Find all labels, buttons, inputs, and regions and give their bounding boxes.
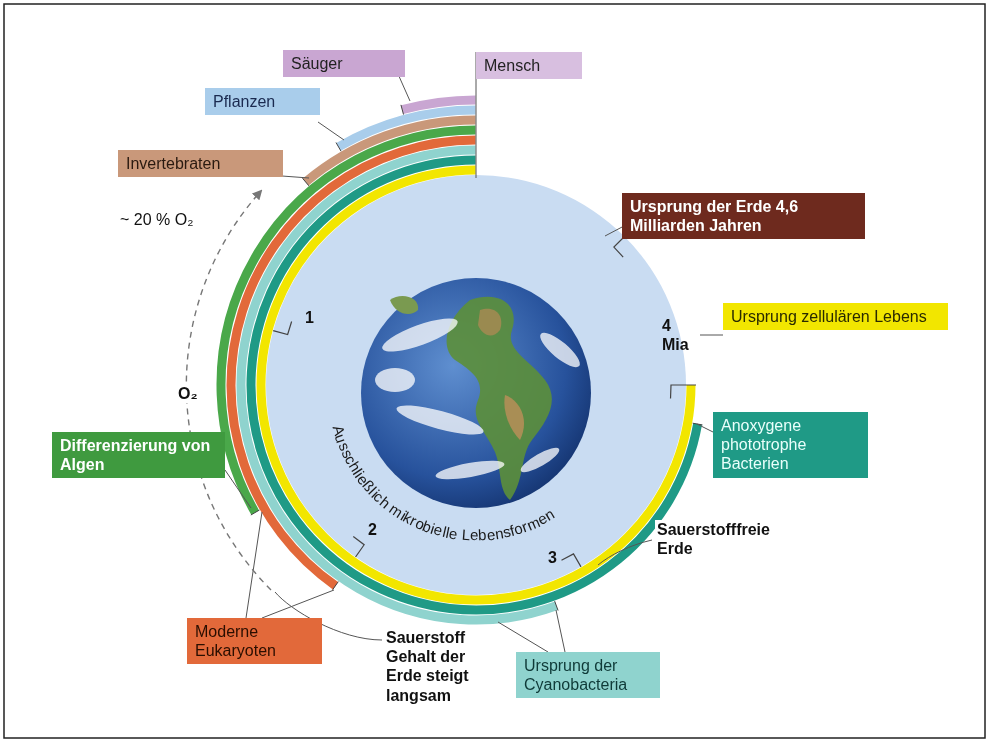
time-band: [339, 110, 476, 147]
label-box: Säuger: [283, 50, 405, 77]
curved-letter: L: [461, 527, 470, 543]
label-box: Differenzierung von Algen: [52, 432, 225, 478]
time-tick: [353, 537, 364, 557]
box-text: Ursprung der Cyanobacteria: [524, 656, 652, 694]
annotation: 3: [548, 548, 557, 567]
annotation: 2: [368, 520, 377, 539]
curved-letter: e: [470, 527, 479, 542]
time-band: [402, 100, 475, 110]
label-box: Ursprung zellulären Lebens: [723, 303, 948, 330]
time-tick: [273, 322, 291, 335]
band-start-tick: [251, 510, 260, 515]
box-text: Invertebraten: [126, 154, 275, 173]
label-box: Pflanzen: [205, 88, 320, 115]
label-box: Ursprung der Erde 4,6 Milliarden Jahren: [622, 193, 865, 239]
continent: [390, 296, 418, 314]
clouds: [375, 312, 584, 483]
label-box: Moderne Eukaryoten: [187, 618, 322, 664]
frame: [4, 4, 985, 738]
annotation: ~ 20 % O₂: [118, 210, 195, 229]
annotation: 1: [305, 308, 314, 327]
label-box: Invertebraten: [118, 150, 283, 177]
curved-letter: b: [478, 527, 487, 542]
time-tick: [561, 554, 581, 567]
continent: [504, 395, 524, 440]
box-text: Ursprung zellulären Lebens: [731, 307, 940, 326]
earth-globe: [361, 278, 591, 508]
leader-lines: [225, 52, 723, 652]
band-start-tick: [336, 143, 341, 152]
earth-globe: [361, 278, 591, 508]
band-start-tick: [555, 601, 558, 610]
annotation: O₂: [176, 384, 200, 403]
band-start-tick: [302, 178, 308, 186]
annotation: Sauerstoff Gehalt der Erde steigt langsa…: [384, 628, 488, 705]
curved-letter: e: [448, 525, 459, 541]
box-text: Pflanzen: [213, 92, 312, 111]
band-start-tick: [333, 582, 339, 590]
box-text: Moderne Eukaryoten: [195, 622, 314, 660]
band-start-tick: [401, 105, 404, 115]
time-band: [241, 150, 556, 620]
box-text: Säuger: [291, 54, 397, 73]
box-text: Mensch: [484, 56, 574, 75]
label-box: Ursprung der Cyanobacteria: [516, 652, 660, 698]
time-tick: [671, 385, 686, 399]
box-text: Ursprung der Erde 4,6 Milliarden Jahren: [630, 197, 857, 235]
time-tick: [614, 237, 625, 258]
time-band: [306, 120, 476, 182]
box-text: Differenzierung von Algen: [60, 436, 217, 474]
continent: [478, 309, 501, 336]
label-box: Anoxygene phototrophe Bacterien: [713, 412, 868, 478]
band-start-tick: [686, 385, 696, 386]
label-box: Mensch: [476, 52, 582, 79]
annotation: 4 Mia: [662, 316, 692, 354]
box-text: Anoxygene phototrophe Bacterien: [721, 416, 860, 474]
annotation: Sauerstofffreie Erde: [655, 520, 799, 558]
